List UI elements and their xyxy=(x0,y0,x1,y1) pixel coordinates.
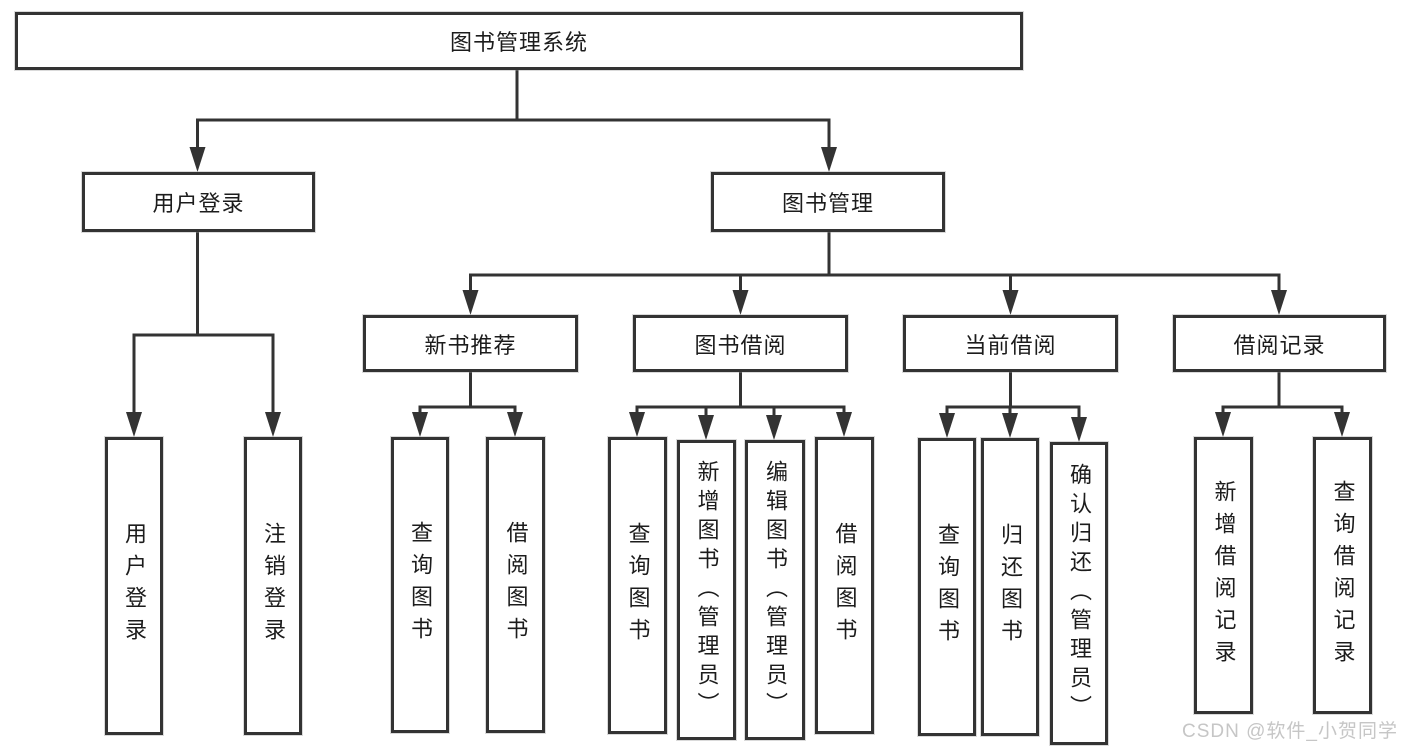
leaf-newbooks-borrow-books: 借阅图书 xyxy=(486,437,545,733)
leaf-logout: 注销登录 xyxy=(244,437,302,735)
leaf-records-query-record: 查询借阅记录 xyxy=(1313,437,1372,714)
arrow-icon xyxy=(412,412,428,437)
connector-current-to-leaves xyxy=(945,372,1081,419)
node-root-system: 图书管理系统 xyxy=(15,12,1023,70)
arrowheads xyxy=(126,147,1350,442)
connector-bookmgmt-to-sections xyxy=(469,232,1281,292)
arrow-icon xyxy=(1334,412,1350,437)
leaf-borrowing-edit-books-admin: 编辑图书（管理员） xyxy=(745,440,805,740)
arrow-icon xyxy=(507,412,523,437)
node-book-management-branch: 图书管理 xyxy=(711,172,945,232)
arrow-icon xyxy=(462,290,479,315)
leaf-borrowing-borrow-books: 借阅图书 xyxy=(815,437,874,734)
connector-userlogin-to-leaves xyxy=(132,232,275,414)
arrow-icon xyxy=(766,415,782,440)
leaf-borrowing-query-books: 查询图书 xyxy=(608,437,667,734)
csdn-watermark: CSDN @软件_小贺同学 xyxy=(1182,721,1398,742)
node-new-book-recommend: 新书推荐 xyxy=(363,315,578,372)
arrow-icon xyxy=(189,147,206,172)
leaf-current-query-books: 查询图书 xyxy=(918,438,976,736)
leaf-current-return-books: 归还图书 xyxy=(981,438,1039,736)
arrow-icon xyxy=(732,290,749,315)
connector-records-to-leaves xyxy=(1221,372,1344,414)
leaf-newbooks-query-books: 查询图书 xyxy=(391,437,449,733)
arrow-icon xyxy=(1002,290,1019,315)
arrow-icon xyxy=(698,415,714,440)
connector-newbooks-to-leaves xyxy=(418,372,517,414)
arrow-icon xyxy=(821,147,837,172)
node-user-login-branch: 用户登录 xyxy=(82,172,315,232)
leaf-user-login: 用户登录 xyxy=(105,437,163,735)
arrow-icon xyxy=(939,413,955,438)
arrow-icon xyxy=(126,412,142,437)
arrow-icon xyxy=(836,412,852,437)
arrow-icon xyxy=(1271,290,1287,315)
leaf-current-confirm-return-admin: 确认归还（管理员） xyxy=(1050,442,1108,745)
node-current-borrowing: 当前借阅 xyxy=(903,315,1118,372)
arrow-icon xyxy=(265,412,281,437)
node-book-borrowing: 图书借阅 xyxy=(633,315,848,372)
arrow-icon xyxy=(1215,412,1231,437)
arrow-icon xyxy=(1071,417,1087,442)
leaf-records-add-record: 新增借阅记录 xyxy=(1194,437,1253,714)
arrow-icon xyxy=(1002,413,1018,438)
arrow-icon xyxy=(629,412,645,437)
node-borrowing-records: 借阅记录 xyxy=(1173,315,1386,372)
connector-borrowing-to-leaves xyxy=(635,372,846,417)
connector-root-to-level2 xyxy=(196,70,831,150)
leaf-borrowing-add-books-admin: 新增图书（管理员） xyxy=(677,440,736,740)
